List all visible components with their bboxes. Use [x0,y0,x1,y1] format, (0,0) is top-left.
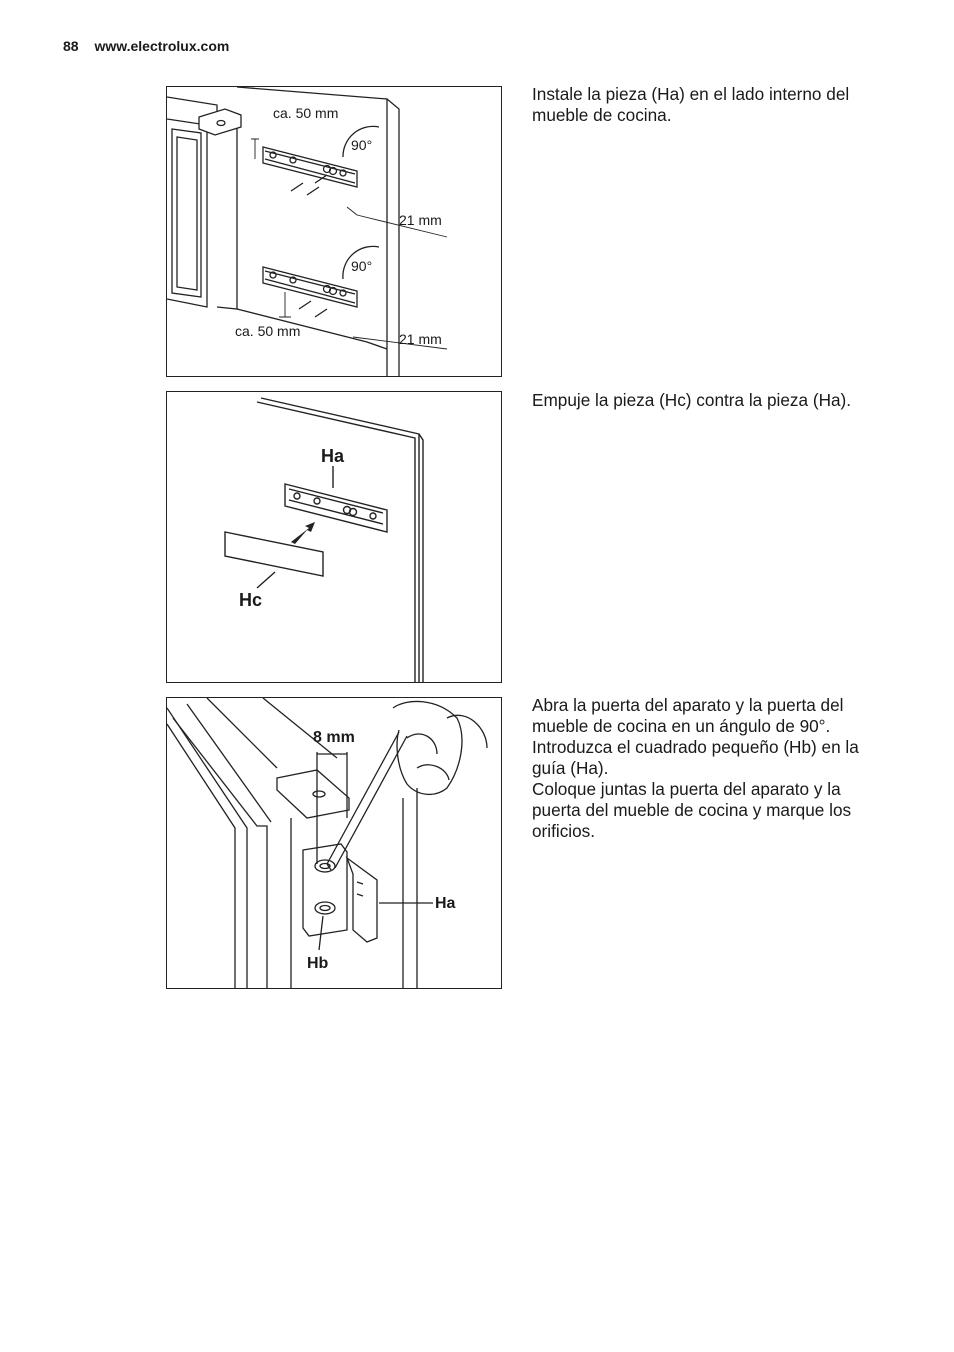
step-3-paragraph-2: Introduzca el cuadrado pequeño (Hb) en l… [532,737,859,778]
figure-mark-holes-drawing: 8 mm Ha Hb [167,698,488,988]
dim-right-bottom-label: 21 mm [399,331,442,347]
figure-mark-holes: 8 mm Ha Hb [166,697,502,989]
step-2-paragraph: Empuje la pieza (Hc) contra la pieza (Ha… [532,390,852,410]
dim-right-top-label: 21 mm [399,212,442,228]
step-2-text: Empuje la pieza (Hc) contra la pieza (Ha… [532,390,892,411]
step-3-paragraph-1: Abra la puerta del aparato y la puerta d… [532,695,844,736]
step-3-text: Abra la puerta del aparato y la puerta d… [532,695,892,842]
website-url: www.electrolux.com [94,38,230,54]
page-header: 88 www.electrolux.com [63,38,229,54]
page-number: 88 [63,38,79,54]
figure-install-ha: ca. 50 mm 90° 21 mm 90° ca. 50 mm 21 mm [166,86,502,377]
figure-push-hc: Ha Hc [166,391,502,683]
step-1-paragraph: Instale la pieza (Ha) en el lado interno… [532,84,850,125]
step-1-text: Instale la pieza (Ha) en el lado interno… [532,84,892,126]
angle-bottom-label: 90° [351,258,372,274]
dim-top-label: ca. 50 mm [273,105,338,121]
step-3-paragraph-3: Coloque juntas la puerta del aparato y l… [532,779,852,841]
label-hb: Hb [307,955,329,972]
dim-bottom-label: ca. 50 mm [235,323,300,339]
label-hc: Hc [239,590,262,610]
dim-8mm-label: 8 mm [313,729,355,746]
label-ha: Ha [435,895,456,912]
figure-install-ha-drawing: ca. 50 mm 90° 21 mm 90° ca. 50 mm 21 mm [167,87,448,376]
label-ha: Ha [321,446,345,466]
figure-push-hc-drawing: Ha Hc [224,397,424,682]
angle-top-label: 90° [351,137,372,153]
